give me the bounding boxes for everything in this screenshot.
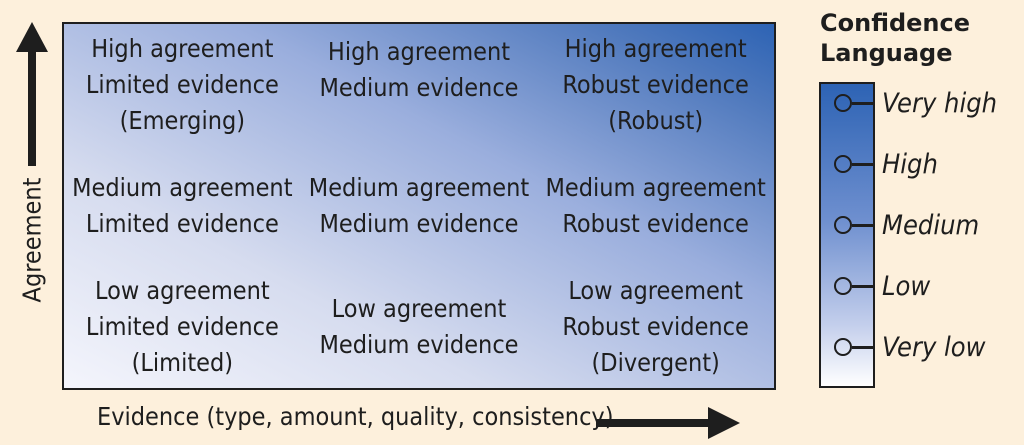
cell-line: Medium evidence [319,330,519,360]
legend-label: Low [882,270,931,302]
legend-item-very-low: Very low [834,331,986,363]
cell-line: Robust evidence [562,312,749,342]
cell-line: (Divergent) [591,348,720,378]
legend-item-high: High [834,148,938,180]
cell-medium-agreement-robust-evidence: Medium agreement Robust evidence [537,145,774,266]
cell-line: Medium agreement [72,172,293,202]
cell-high-agreement-limited-evidence: High agreement Limited evidence (Emergin… [64,24,301,145]
legend-item-very-high: Very high [834,87,998,119]
cell-line: Robust evidence [562,69,749,99]
tick-line [852,223,874,227]
legend-item-medium: Medium [834,209,980,241]
cell-line: High agreement [564,33,747,63]
y-axis-arrow [28,50,36,166]
y-axis-label: Agreement [17,177,47,303]
legend-title: Confidence Language [820,8,970,68]
circle-marker-icon [834,338,852,356]
cell-line: Medium evidence [319,208,519,238]
tick-line [852,345,874,349]
legend-label: Very low [882,331,986,363]
cell-line: High agreement [327,37,511,66]
circle-marker-icon [834,277,852,295]
x-axis-arrow-head [708,407,740,439]
tick-line [852,162,874,166]
x-axis-label: Evidence (type, amount, quality, consist… [97,402,614,431]
legend-label: Medium [882,209,980,241]
cell-line: Medium agreement [308,172,530,202]
cell-line: (Emerging) [119,105,246,135]
cell-medium-agreement-limited-evidence: Medium agreement Limited evidence [64,145,301,266]
cell-line: (Limited) [131,348,234,378]
agreement-evidence-grid: High agreement Limited evidence (Emergin… [62,22,776,390]
legend-title-line: Confidence [820,9,971,37]
cell-line: High agreement [91,33,274,63]
cell-line: Limited evidence [85,208,279,238]
cell-line: Low agreement [568,276,743,306]
confidence-scale-bar [819,82,875,388]
legend-title-line: Language [820,39,953,67]
cell-line: Limited evidence [85,312,279,342]
legend-item-low: Low [834,270,931,302]
legend-label: Very high [882,87,998,119]
circle-marker-icon [834,216,852,234]
tick-line [852,101,874,105]
cell-line: Limited evidence [85,69,279,99]
circle-marker-icon [834,155,852,173]
circle-marker-icon [834,94,852,112]
cell-line: Low agreement [95,276,270,306]
cell-low-agreement-limited-evidence: Low agreement Limited evidence (Limited) [64,267,301,388]
cell-line: Low agreement [331,294,507,324]
cell-low-agreement-robust-evidence: Low agreement Robust evidence (Divergent… [537,267,774,388]
legend-label: High [882,148,938,180]
cell-line: Medium evidence [319,73,519,102]
tick-line [852,284,874,288]
cell-high-agreement-medium-evidence: High agreement Medium evidence [301,24,538,145]
cell-line: Robust evidence [562,208,749,238]
cell-line: (Robust) [608,105,704,135]
cell-medium-agreement-medium-evidence: Medium agreement Medium evidence [301,145,538,266]
cell-line: Medium agreement [545,172,766,202]
cell-high-agreement-robust-evidence: High agreement Robust evidence (Robust) [537,24,774,145]
x-axis-arrow [596,419,710,427]
y-axis-arrow-head [16,22,48,52]
cell-low-agreement-medium-evidence: Low agreement Medium evidence [301,267,538,388]
